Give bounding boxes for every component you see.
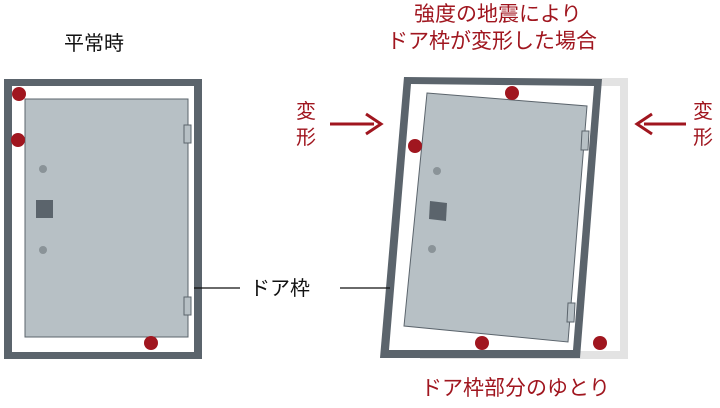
deformed-clearance-dot-top bbox=[505, 86, 519, 100]
deformed-door-knob-top bbox=[433, 167, 441, 175]
normal-hinge-top bbox=[183, 124, 192, 144]
label-door-frame: ドア枠 bbox=[250, 276, 310, 300]
deformed-clearance-dot-side bbox=[408, 139, 422, 153]
normal-door-knob-top bbox=[39, 165, 47, 173]
normal-hinge-bottom bbox=[183, 296, 192, 316]
normal-clearance-dot-bottom bbox=[144, 336, 158, 350]
normal-door-knob-bottom bbox=[39, 246, 47, 254]
deformed-door-knob-bottom bbox=[428, 245, 436, 253]
deformed-door-leaf bbox=[403, 92, 588, 343]
label-deformed-line2: ドア枠が変形した場合 bbox=[387, 29, 597, 53]
label-normal: 平常時 bbox=[64, 31, 124, 55]
deformed-door-assembly bbox=[380, 77, 628, 359]
normal-clearance-dot-side bbox=[11, 133, 25, 147]
label-clearance: ドア枠部分のゆとり bbox=[421, 376, 610, 400]
normal-door-assembly bbox=[4, 79, 202, 359]
deformed-clearance-dot-bottom bbox=[475, 336, 489, 350]
deformed-clearance-dot-corner bbox=[593, 336, 607, 350]
deformed-hinge-bottom bbox=[566, 302, 576, 323]
normal-door-lock bbox=[36, 200, 53, 218]
normal-clearance-dot-top bbox=[12, 87, 26, 101]
arrow-left-force bbox=[330, 112, 384, 136]
label-force-left: 変 形 bbox=[296, 99, 316, 149]
arrow-right-force bbox=[634, 112, 686, 136]
deformed-door-lock bbox=[429, 201, 447, 221]
label-deformed-line1: 強度の地震により bbox=[414, 2, 582, 26]
label-force-right: 変 形 bbox=[693, 99, 713, 149]
deformed-hinge-top bbox=[580, 130, 590, 151]
